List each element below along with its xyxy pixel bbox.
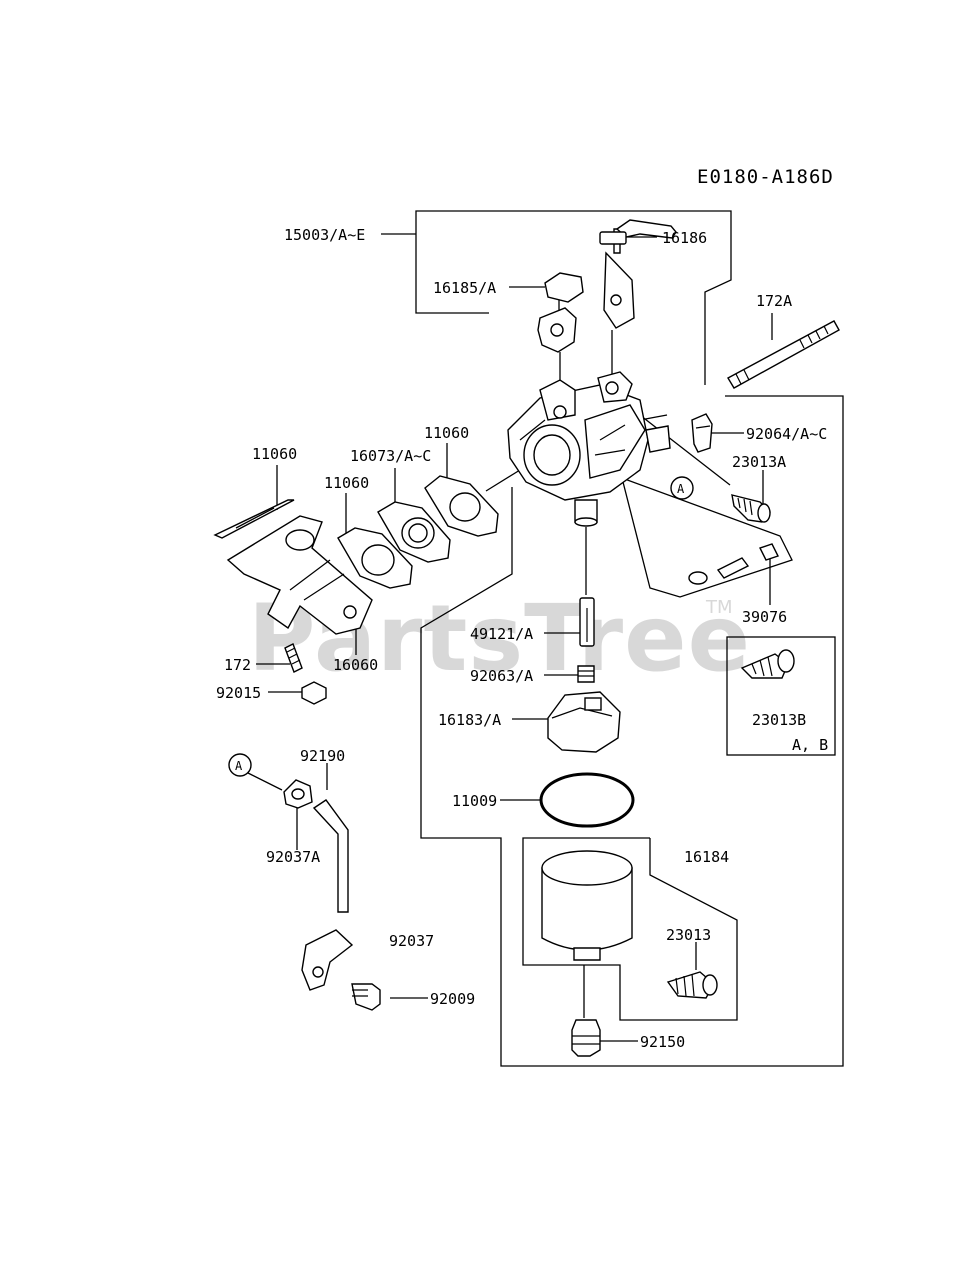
choke-lever-part <box>599 219 677 380</box>
label-172a: 172A <box>756 292 792 310</box>
label-15003: 15003/A~E <box>284 226 365 244</box>
label-92150: 92150 <box>640 1033 685 1051</box>
carburetor-body-part <box>507 371 671 595</box>
screw-23013b-part <box>740 649 795 679</box>
clamp-92037-part <box>301 929 354 991</box>
label-16185: 16185/A <box>433 279 496 297</box>
label-39076: 39076 <box>742 608 787 626</box>
label-172: 172 <box>224 656 251 674</box>
label-23013: 23013 <box>666 926 711 944</box>
stud-172a-part <box>727 320 840 389</box>
diagram-code: E0180-A186D <box>697 166 834 188</box>
stud-172-part <box>284 643 303 673</box>
part-labels: 15003/A~E 16185/A 16186 172A 92064/A~C 2… <box>216 226 828 1051</box>
main-nozzle-49121-part <box>579 597 595 647</box>
label-16073: 16073/A~C <box>350 447 431 465</box>
label-11060-left: 11060 <box>252 445 297 463</box>
label-16183: 16183/A <box>438 711 501 729</box>
assembly-frames <box>415 210 844 1067</box>
bolt-92009-part <box>351 983 381 1011</box>
ref-a-label-upper: A <box>677 482 685 496</box>
gasket-11060-middle-part <box>337 527 413 589</box>
label-16060: 16060 <box>333 656 378 674</box>
label-16186: 16186 <box>662 229 707 247</box>
label-23013b-variants: A, B <box>792 736 828 754</box>
label-92064: 92064/A~C <box>746 425 827 443</box>
ref-a-circle-lower <box>228 753 252 777</box>
ref-a-circle-upper <box>670 476 694 500</box>
clamp-92037a-part <box>283 779 313 809</box>
insulator-16073-part <box>377 501 451 563</box>
label-92037a: 92037A <box>266 848 320 866</box>
fuel-hose-92190-part <box>312 799 349 913</box>
watermark-tm: TM <box>705 597 733 618</box>
screw-23013a-part <box>731 494 771 523</box>
ref-a-label-lower: A <box>235 759 243 773</box>
drain-bolt-92150-part <box>571 1019 601 1057</box>
gasket-11060-left-part <box>213 499 295 539</box>
o-ring-11009-part <box>539 772 635 828</box>
label-92009: 92009 <box>430 990 475 1008</box>
leader-lines <box>247 233 773 1042</box>
label-23013b: 23013B <box>752 711 806 729</box>
intake-pipe-16060-part <box>226 515 373 635</box>
label-92037: 92037 <box>389 932 434 950</box>
float-16183-part <box>547 691 621 753</box>
float-bowl-16184-part <box>541 850 633 961</box>
label-11009: 11009 <box>452 792 497 810</box>
fitting-92064-part <box>691 413 713 453</box>
main-jet-92063-part <box>577 665 595 683</box>
gasket-11060-right-part <box>424 475 499 537</box>
jet-kit-39076-parts <box>688 543 779 585</box>
label-49121: 49121/A <box>470 625 533 643</box>
label-11060-right: 11060 <box>424 424 469 442</box>
label-11060-middle: 11060 <box>324 474 369 492</box>
label-92015: 92015 <box>216 684 261 702</box>
nut-92015-part <box>301 681 327 705</box>
throttle-lever-part <box>537 272 584 390</box>
screw-23013-part <box>666 971 718 999</box>
label-92063: 92063/A <box>470 667 533 685</box>
label-92190: 92190 <box>300 747 345 765</box>
label-16184: 16184 <box>684 848 729 866</box>
label-23013a: 23013A <box>732 453 786 471</box>
